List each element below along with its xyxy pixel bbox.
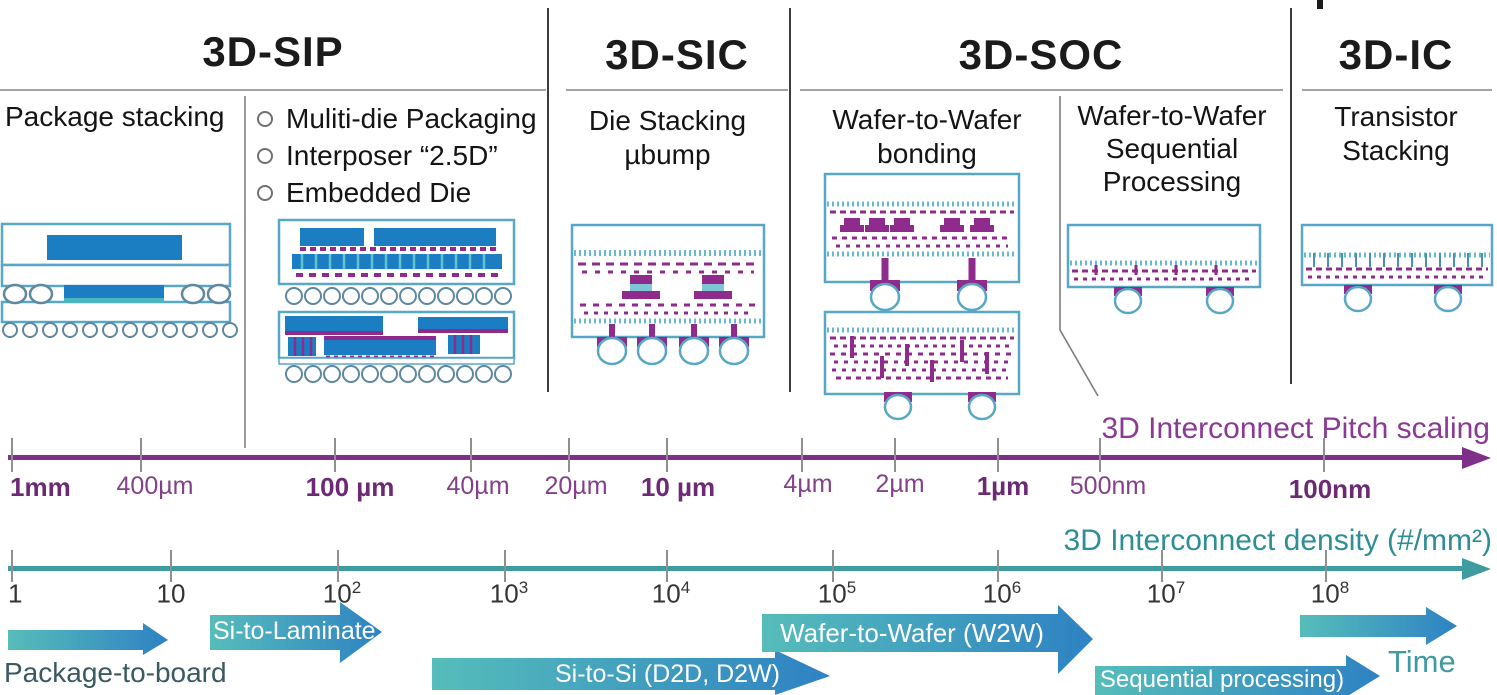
transistor-stacking-illustration bbox=[1300, 223, 1494, 313]
w2w-bonding-illustration bbox=[823, 172, 1021, 421]
multidie-embedded-illustration bbox=[277, 218, 516, 383]
pitch-tick-label: 500nm bbox=[1069, 472, 1147, 500]
time-label: Time bbox=[1388, 644, 1456, 679]
cropped-text-fragment bbox=[1317, 0, 1323, 9]
section-title-3d-soc: 3D-SOC bbox=[958, 31, 1124, 78]
pitch-tick-label: 40µm bbox=[446, 472, 510, 500]
density-tick-label: 108 bbox=[1310, 578, 1350, 609]
list-item: Interposer “2.5D” bbox=[257, 137, 537, 174]
density-tick-label: 107 bbox=[1146, 578, 1186, 609]
bullet-circle-icon bbox=[257, 110, 273, 127]
density-axis-arrowhead-icon bbox=[1462, 558, 1491, 580]
bullet-label: Muliti-die Packaging bbox=[286, 102, 537, 134]
pitch-tick bbox=[334, 438, 336, 472]
density-tick bbox=[832, 550, 834, 582]
pitch-tick-label: 10 µm bbox=[640, 472, 716, 502]
pitch-tick-label: 4µm bbox=[783, 470, 833, 498]
rule-3d-ic bbox=[1302, 89, 1492, 91]
timeline-arrows bbox=[8, 602, 1457, 695]
pitch-tick-label: 1µm bbox=[976, 471, 1030, 501]
rule-3d-soc bbox=[800, 89, 1283, 91]
wafer-to-wafer-arrow bbox=[762, 605, 1093, 674]
rule-3d-sic bbox=[566, 89, 788, 91]
density-tick bbox=[997, 550, 999, 582]
density-axis-title: 3D Interconnect density (#/mm²) bbox=[1063, 524, 1492, 557]
pitch-tick bbox=[894, 438, 896, 472]
pitch-tick-label: 400µm bbox=[116, 472, 194, 500]
pitch-tick bbox=[470, 438, 472, 472]
package-to-board-arrow bbox=[8, 623, 168, 655]
sequential-processing-label: Sequential processing) bbox=[1099, 666, 1345, 693]
pitch-axis-line bbox=[8, 455, 1464, 460]
density-tick bbox=[504, 550, 506, 582]
rule-3d-sip bbox=[0, 89, 546, 91]
pitch-tick-label: 100nm bbox=[1288, 474, 1372, 504]
pitch-tick bbox=[1323, 438, 1325, 472]
si-to-laminate-label: Si-to-Laminate bbox=[213, 617, 376, 645]
divider-package-multidie bbox=[244, 96, 246, 448]
pitch-tick bbox=[997, 438, 999, 472]
pitch-tick bbox=[568, 438, 570, 472]
bullet-circle-icon bbox=[257, 147, 273, 164]
density-tick-label: 106 bbox=[982, 578, 1022, 609]
density-tick-label: 105 bbox=[817, 578, 857, 609]
package-to-board-label: Package-to-board bbox=[4, 657, 227, 688]
bullet-label: Embedded Die bbox=[286, 176, 472, 208]
density-tick-label: 104 bbox=[651, 578, 691, 609]
pitch-tick bbox=[801, 438, 803, 472]
density-tick bbox=[337, 550, 339, 582]
density-tick-label: 10 bbox=[156, 578, 186, 609]
list-item: Embedded Die bbox=[257, 174, 537, 211]
wafer-to-wafer-label: Wafer-to-Wafer (W2W) bbox=[780, 618, 1044, 648]
pitch-tick bbox=[666, 438, 668, 472]
density-tick bbox=[666, 550, 668, 582]
section-title-3d-sic: 3D-SIC bbox=[605, 31, 749, 78]
pitch-axis-title: 3D Interconnect Pitch scaling bbox=[1101, 412, 1490, 445]
pitch-tick-label: 100 µm bbox=[305, 472, 395, 502]
divider-sic-soc bbox=[789, 8, 791, 392]
package-stacking-illustration bbox=[0, 222, 238, 338]
section-title-3d-sip: 3D-SIP bbox=[202, 28, 344, 75]
density-tick-label: 1 bbox=[8, 578, 23, 609]
divider-soc-ic bbox=[1290, 8, 1292, 384]
subheading-die-stacking: Die Stacking µbump bbox=[588, 105, 747, 170]
subheading-w2w-sequential: Wafer-to-Wafer Sequential Processing bbox=[1077, 100, 1267, 197]
die-stacking-ubump-illustration bbox=[570, 223, 766, 366]
divider-w2w-sequential bbox=[1059, 96, 1099, 397]
time-arrow bbox=[1300, 607, 1457, 645]
density-tick-label: 102 bbox=[322, 578, 362, 609]
pitch-tick bbox=[140, 438, 142, 472]
pitch-tick-label: 20µm bbox=[544, 472, 608, 500]
pitch-tick bbox=[11, 438, 13, 472]
density-tick bbox=[170, 550, 172, 582]
pitch-axis-arrowhead-icon bbox=[1462, 447, 1491, 469]
subheading-w2w-bonding: Wafer-to-Wafer bonding bbox=[832, 104, 1022, 169]
subheading-package-stacking: Package stacking bbox=[5, 101, 225, 132]
section-title-3d-ic: 3D-IC bbox=[1338, 31, 1454, 78]
si-to-si-label: Si-to-Si (D2D, D2W) bbox=[554, 660, 780, 688]
subheading-transistor-stacking: Transistor Stacking bbox=[1334, 101, 1458, 166]
si-to-laminate-arrow bbox=[210, 602, 382, 663]
pitch-tick-label: 1mm bbox=[10, 472, 71, 502]
sip-bullet-list: Muliti-die Packaging Interposer “2.5D” E… bbox=[257, 100, 537, 211]
density-tick bbox=[1161, 550, 1163, 582]
density-tick bbox=[11, 550, 13, 582]
divider-sip-sic bbox=[547, 8, 549, 392]
sequential-processing-illustration bbox=[1066, 223, 1262, 315]
pitch-tick-label: 2µm bbox=[875, 470, 925, 498]
bullet-label: Interposer “2.5D” bbox=[286, 139, 498, 171]
sequential-processing-arrow bbox=[1095, 655, 1380, 695]
pitch-tick bbox=[1099, 438, 1101, 472]
density-tick-label: 103 bbox=[489, 578, 529, 609]
bullet-circle-icon bbox=[257, 184, 273, 201]
density-axis-line bbox=[8, 566, 1464, 571]
density-tick bbox=[1325, 550, 1327, 582]
si-to-si-arrow bbox=[432, 650, 830, 695]
list-item: Muliti-die Packaging bbox=[257, 100, 537, 137]
